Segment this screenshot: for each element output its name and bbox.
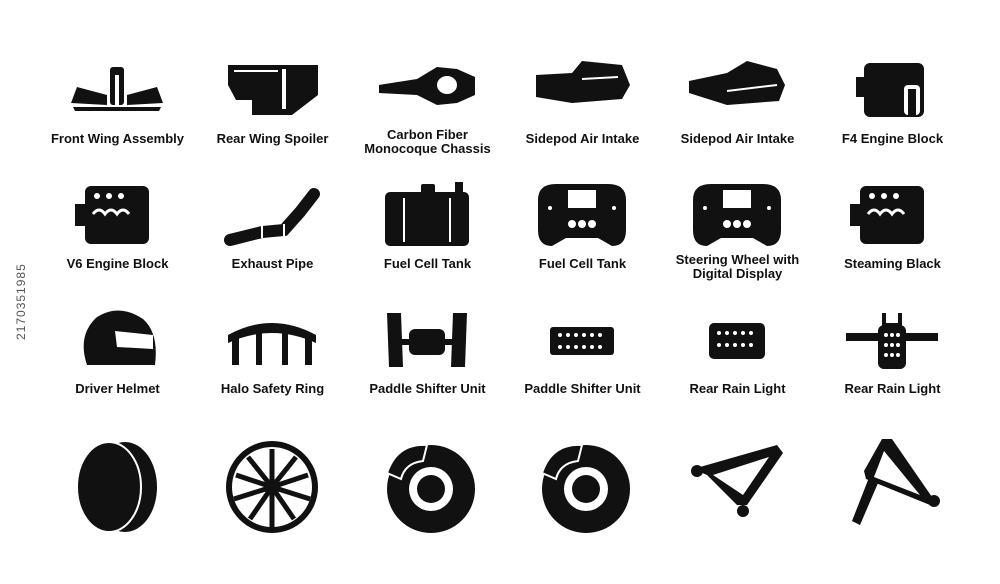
engine-icon: [856, 63, 924, 117]
icon-cell: Halo Safety Ring: [195, 300, 350, 430]
icon-cell: [815, 430, 970, 560]
icon-cell: Fuel Cell Tank: [350, 175, 505, 305]
icon-grid: Front Wing Assembly Rear Wing Spoiler Ca…: [40, 50, 970, 560]
icon-cell: [195, 430, 350, 560]
chassis-icon: [379, 67, 475, 105]
icon-label: Driver Helmet: [75, 381, 160, 396]
suspension-wishbone-icon: [852, 439, 940, 525]
icon-label: Fuel Cell Tank: [383, 256, 472, 271]
front-wing-icon: [71, 67, 163, 111]
sidepod-icon: [536, 61, 630, 103]
icon-cell: Rear Rain Light: [660, 300, 815, 430]
icon-cell: [660, 430, 815, 560]
icon-label: V6 Engine Block: [66, 256, 169, 271]
icon-label: Rear Rain Light: [844, 381, 941, 396]
brake-disc-icon: [540, 443, 630, 533]
icon-label: Exhaust Pipe: [231, 256, 314, 271]
icon-cell: V6 Engine Block: [40, 175, 195, 305]
engine-icon: [75, 186, 149, 244]
rear-wing-icon: [228, 65, 318, 115]
icon-label: Front Wing Assembly: [50, 131, 185, 146]
halo-icon: [228, 323, 316, 365]
tire-icon: [76, 441, 157, 533]
fuel-tank-icon: [385, 182, 469, 246]
icon-cell: Sidepod Air Intake: [660, 50, 815, 180]
icon-cell: Driver Helmet: [40, 300, 195, 430]
exhaust-pipe-icon: [224, 188, 320, 246]
icon-cell: [505, 430, 660, 560]
icon-cell: Exhaust Pipe: [195, 175, 350, 305]
icon-cell: F4 Engine Block: [815, 50, 970, 180]
steering-wheel-icon: [693, 184, 781, 246]
suspension-arm-icon: [691, 445, 783, 517]
brake-disc-icon: [385, 443, 475, 533]
sidepod-icon: [689, 61, 785, 105]
engine-icon: [850, 186, 924, 244]
rain-light-mount-icon: [846, 313, 938, 369]
icon-cell: Fuel Cell Tank: [505, 175, 660, 305]
icon-label: Carbon Fiber Monocoque Chassis: [364, 127, 491, 156]
icon-cell: Sidepod Air Intake: [505, 50, 660, 180]
icon-label: Sidepod Air Intake: [680, 131, 795, 146]
icon-label: Fuel Cell Tank: [538, 256, 627, 271]
icon-cell: Paddle Shifter Unit: [350, 300, 505, 430]
icon-label: Paddle Shifter Unit: [369, 381, 486, 396]
wheel-rim-icon: [226, 441, 318, 533]
icon-label: Rear Wing Spoiler: [216, 131, 329, 146]
rain-light-icon: [709, 323, 765, 359]
helmet-icon: [83, 310, 156, 365]
icon-label: Steaming Black: [844, 256, 941, 271]
icon-cell: Steaming Black: [815, 175, 970, 305]
paddle-shifter-icon: [387, 313, 467, 367]
icon-cell: Front Wing Assembly: [40, 50, 195, 180]
stock-id: 2170351985: [14, 263, 28, 340]
icon-label: Rear Rain Light: [689, 381, 786, 396]
icon-cell: Rear Rain Light: [815, 300, 970, 430]
icon-label: Halo Safety Ring: [220, 381, 325, 396]
icon-label: Paddle Shifter Unit: [524, 381, 641, 396]
icon-cell: Rear Wing Spoiler: [195, 50, 350, 180]
steering-wheel-icon: [538, 184, 626, 246]
icon-label: F4 Engine Block: [841, 131, 944, 146]
icon-cell: Steering Wheel with Digital Display: [660, 175, 815, 305]
led-panel-icon: [550, 327, 614, 355]
icon-cell: Carbon Fiber Monocoque Chassis: [350, 50, 505, 180]
icon-cell: [40, 430, 195, 560]
icon-label: Sidepod Air Intake: [525, 131, 640, 146]
icon-cell: Paddle Shifter Unit: [505, 300, 660, 430]
icon-label: Steering Wheel with Digital Display: [675, 252, 800, 281]
icon-cell: [350, 430, 505, 560]
